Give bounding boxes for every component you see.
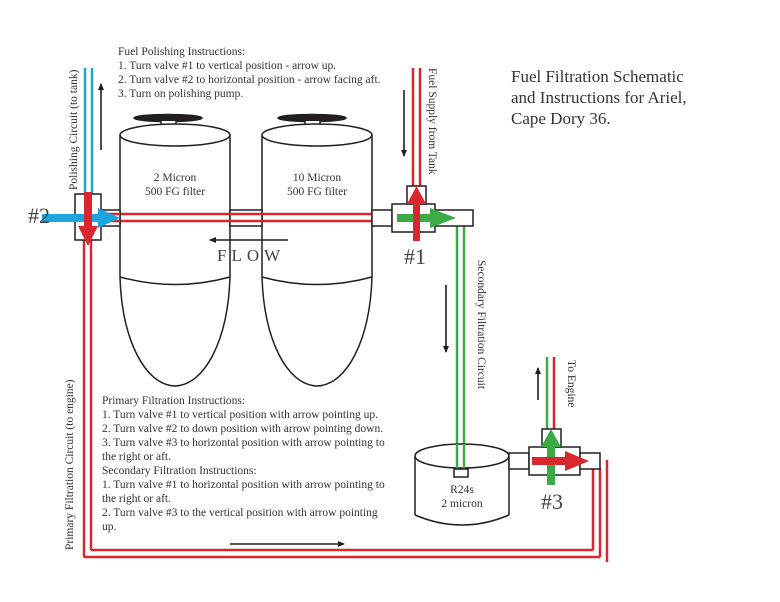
primary-circuit-label: Primary Filtration Circuit (to engine) bbox=[64, 379, 76, 550]
valve-2-label: #2 bbox=[28, 203, 50, 228]
primary-line: the right or aft. bbox=[102, 451, 171, 463]
polishing-heading: Fuel Polishing Instructions: bbox=[118, 46, 246, 58]
filter-2-handle bbox=[277, 113, 347, 123]
valve-3-label: #3 bbox=[541, 489, 563, 514]
secondary-line: 1. Turn valve #1 to horizontal position … bbox=[102, 479, 385, 491]
secondary-flow-arrow bbox=[397, 208, 456, 228]
valve-1[interactable] bbox=[371, 185, 474, 241]
primary-heading: Primary Filtration Instructions: bbox=[102, 395, 246, 407]
polishing-flow-arrow bbox=[42, 208, 120, 228]
primary-flow-arrow-up bbox=[407, 186, 426, 241]
filter-1-handle bbox=[133, 113, 203, 123]
filter-1-label: 2 Micron 500 FG filter bbox=[130, 171, 220, 199]
secondary-circuit-pipe bbox=[455, 226, 549, 472]
secondary-heading: Secondary Filtration Instructions: bbox=[102, 465, 257, 477]
filter-2-micron: 10 Micron bbox=[292, 172, 342, 184]
primary-circuit-pipe bbox=[82, 68, 609, 562]
schematic-title: Fuel Filtration Schematic and Instructio… bbox=[511, 66, 687, 129]
filter-3-model: R24s bbox=[450, 484, 474, 496]
polishing-step: 1. Turn valve #1 to vertical position - … bbox=[118, 60, 337, 72]
filter-1-type: 500 FG filter bbox=[144, 186, 206, 198]
valve-2[interactable] bbox=[42, 192, 121, 246]
secondary-circuit-label: Secondary Filtration Circuit bbox=[475, 260, 487, 390]
primary-flow-arrow-right bbox=[532, 451, 589, 471]
polishing-step: 2. Turn valve #2 to horizontal position … bbox=[118, 74, 381, 86]
primary-line: 3. Turn valve #3 to horizontal position … bbox=[102, 437, 385, 449]
polishing-step: 3. Turn on polishing pump. bbox=[118, 88, 244, 100]
filter-2-micron bbox=[119, 113, 231, 387]
filter-3-label: R24s 2 micron bbox=[420, 483, 504, 511]
filtration-instructions: Primary Filtration Instructions: 1. Turn… bbox=[102, 394, 385, 534]
secondary-pipe-into-filter bbox=[455, 444, 466, 470]
filter-2-type: 500 FG filter bbox=[286, 186, 348, 198]
valve-3[interactable] bbox=[508, 428, 601, 485]
secondary-line: the right or aft. bbox=[102, 493, 171, 505]
secondary-line: 2. Turn valve #3 to the vertical positio… bbox=[102, 507, 378, 519]
filter-10-micron bbox=[261, 113, 373, 387]
filter-connector bbox=[229, 209, 263, 227]
polishing-circuit-pipe bbox=[83, 68, 94, 196]
valve-1-label: #1 bbox=[404, 244, 426, 269]
primary-line: 1. Turn valve #1 to vertical position wi… bbox=[102, 409, 378, 421]
title-line-1: Fuel Filtration Schematic bbox=[511, 67, 684, 86]
polishing-instructions: Fuel Polishing Instructions: 1. Turn val… bbox=[118, 45, 381, 101]
filter-3-micron: 2 micron bbox=[441, 498, 483, 510]
polishing-circuit-label: Polishing Circuit (to tank) bbox=[68, 69, 80, 190]
secondary-line: up. bbox=[102, 521, 117, 533]
primary-flow-arrow-down bbox=[78, 192, 98, 246]
filter-r24s-inlet bbox=[453, 468, 469, 478]
direction-arrows bbox=[98, 83, 541, 547]
title-line-2: and Instructions for Ariel, bbox=[511, 88, 687, 107]
filter-1-micron: 2 Micron bbox=[153, 172, 197, 184]
title-line-3: Cape Dory 36. bbox=[511, 109, 611, 128]
fuel-supply-label: Fuel Supply from Tank bbox=[426, 68, 438, 175]
filter-2-label: 10 Micron 500 FG filter bbox=[272, 171, 362, 199]
to-engine-label: To Engine bbox=[565, 360, 577, 408]
primary-line: 2. Turn valve #2 to down position with a… bbox=[102, 423, 384, 435]
flow-label: FLOW bbox=[217, 246, 286, 265]
